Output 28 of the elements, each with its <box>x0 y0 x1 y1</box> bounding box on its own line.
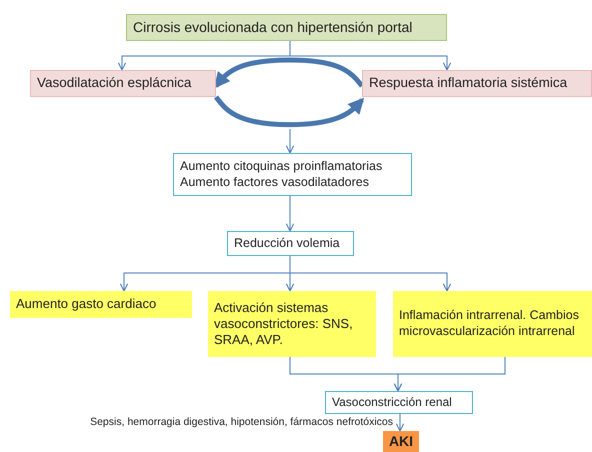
curved-arrow <box>214 95 364 128</box>
arrow <box>290 256 452 292</box>
outcome-box <box>383 431 419 452</box>
mechanism-box <box>362 70 592 97</box>
arrow <box>286 196 294 232</box>
node-text: Vasoconstricción renal <box>332 395 453 410</box>
arrow <box>394 356 506 392</box>
arrow <box>286 128 294 154</box>
node-text: Aumento citoquinas proinflamatorias <box>180 158 384 174</box>
node-text: Aumento factores vasodilatadores <box>180 174 370 190</box>
note-text: Sepsis, hemorragia digestiva, hipotensión, fármacos nefrotóxicos <box>90 416 393 428</box>
cause-box <box>126 14 447 41</box>
node-text: Respuesta inflamatoria sistémica <box>369 75 568 92</box>
node-text: Inflamación intrarrenal. Cambios microvascularización intrarrenal <box>399 308 580 340</box>
node-text: Activación sistemas vasoconstrictores: SNS, SRAA, AVP. <box>214 300 354 348</box>
effect-box <box>393 291 592 357</box>
node-text: Aumento gasto cardiaco <box>16 296 158 313</box>
process-box <box>325 391 473 414</box>
effect-box <box>208 291 376 357</box>
effect-box <box>10 291 192 318</box>
node-text: Cirrosis evolucionada con hipertensión portal <box>133 18 414 36</box>
node-text: Vasodilatación esplácnica <box>37 75 192 92</box>
process-box <box>173 153 412 196</box>
process-box <box>227 231 354 256</box>
node-text: Reducción volemia <box>234 236 341 252</box>
node-text: AKI <box>388 432 414 450</box>
mechanism-box <box>30 70 216 97</box>
arrow <box>396 414 404 432</box>
